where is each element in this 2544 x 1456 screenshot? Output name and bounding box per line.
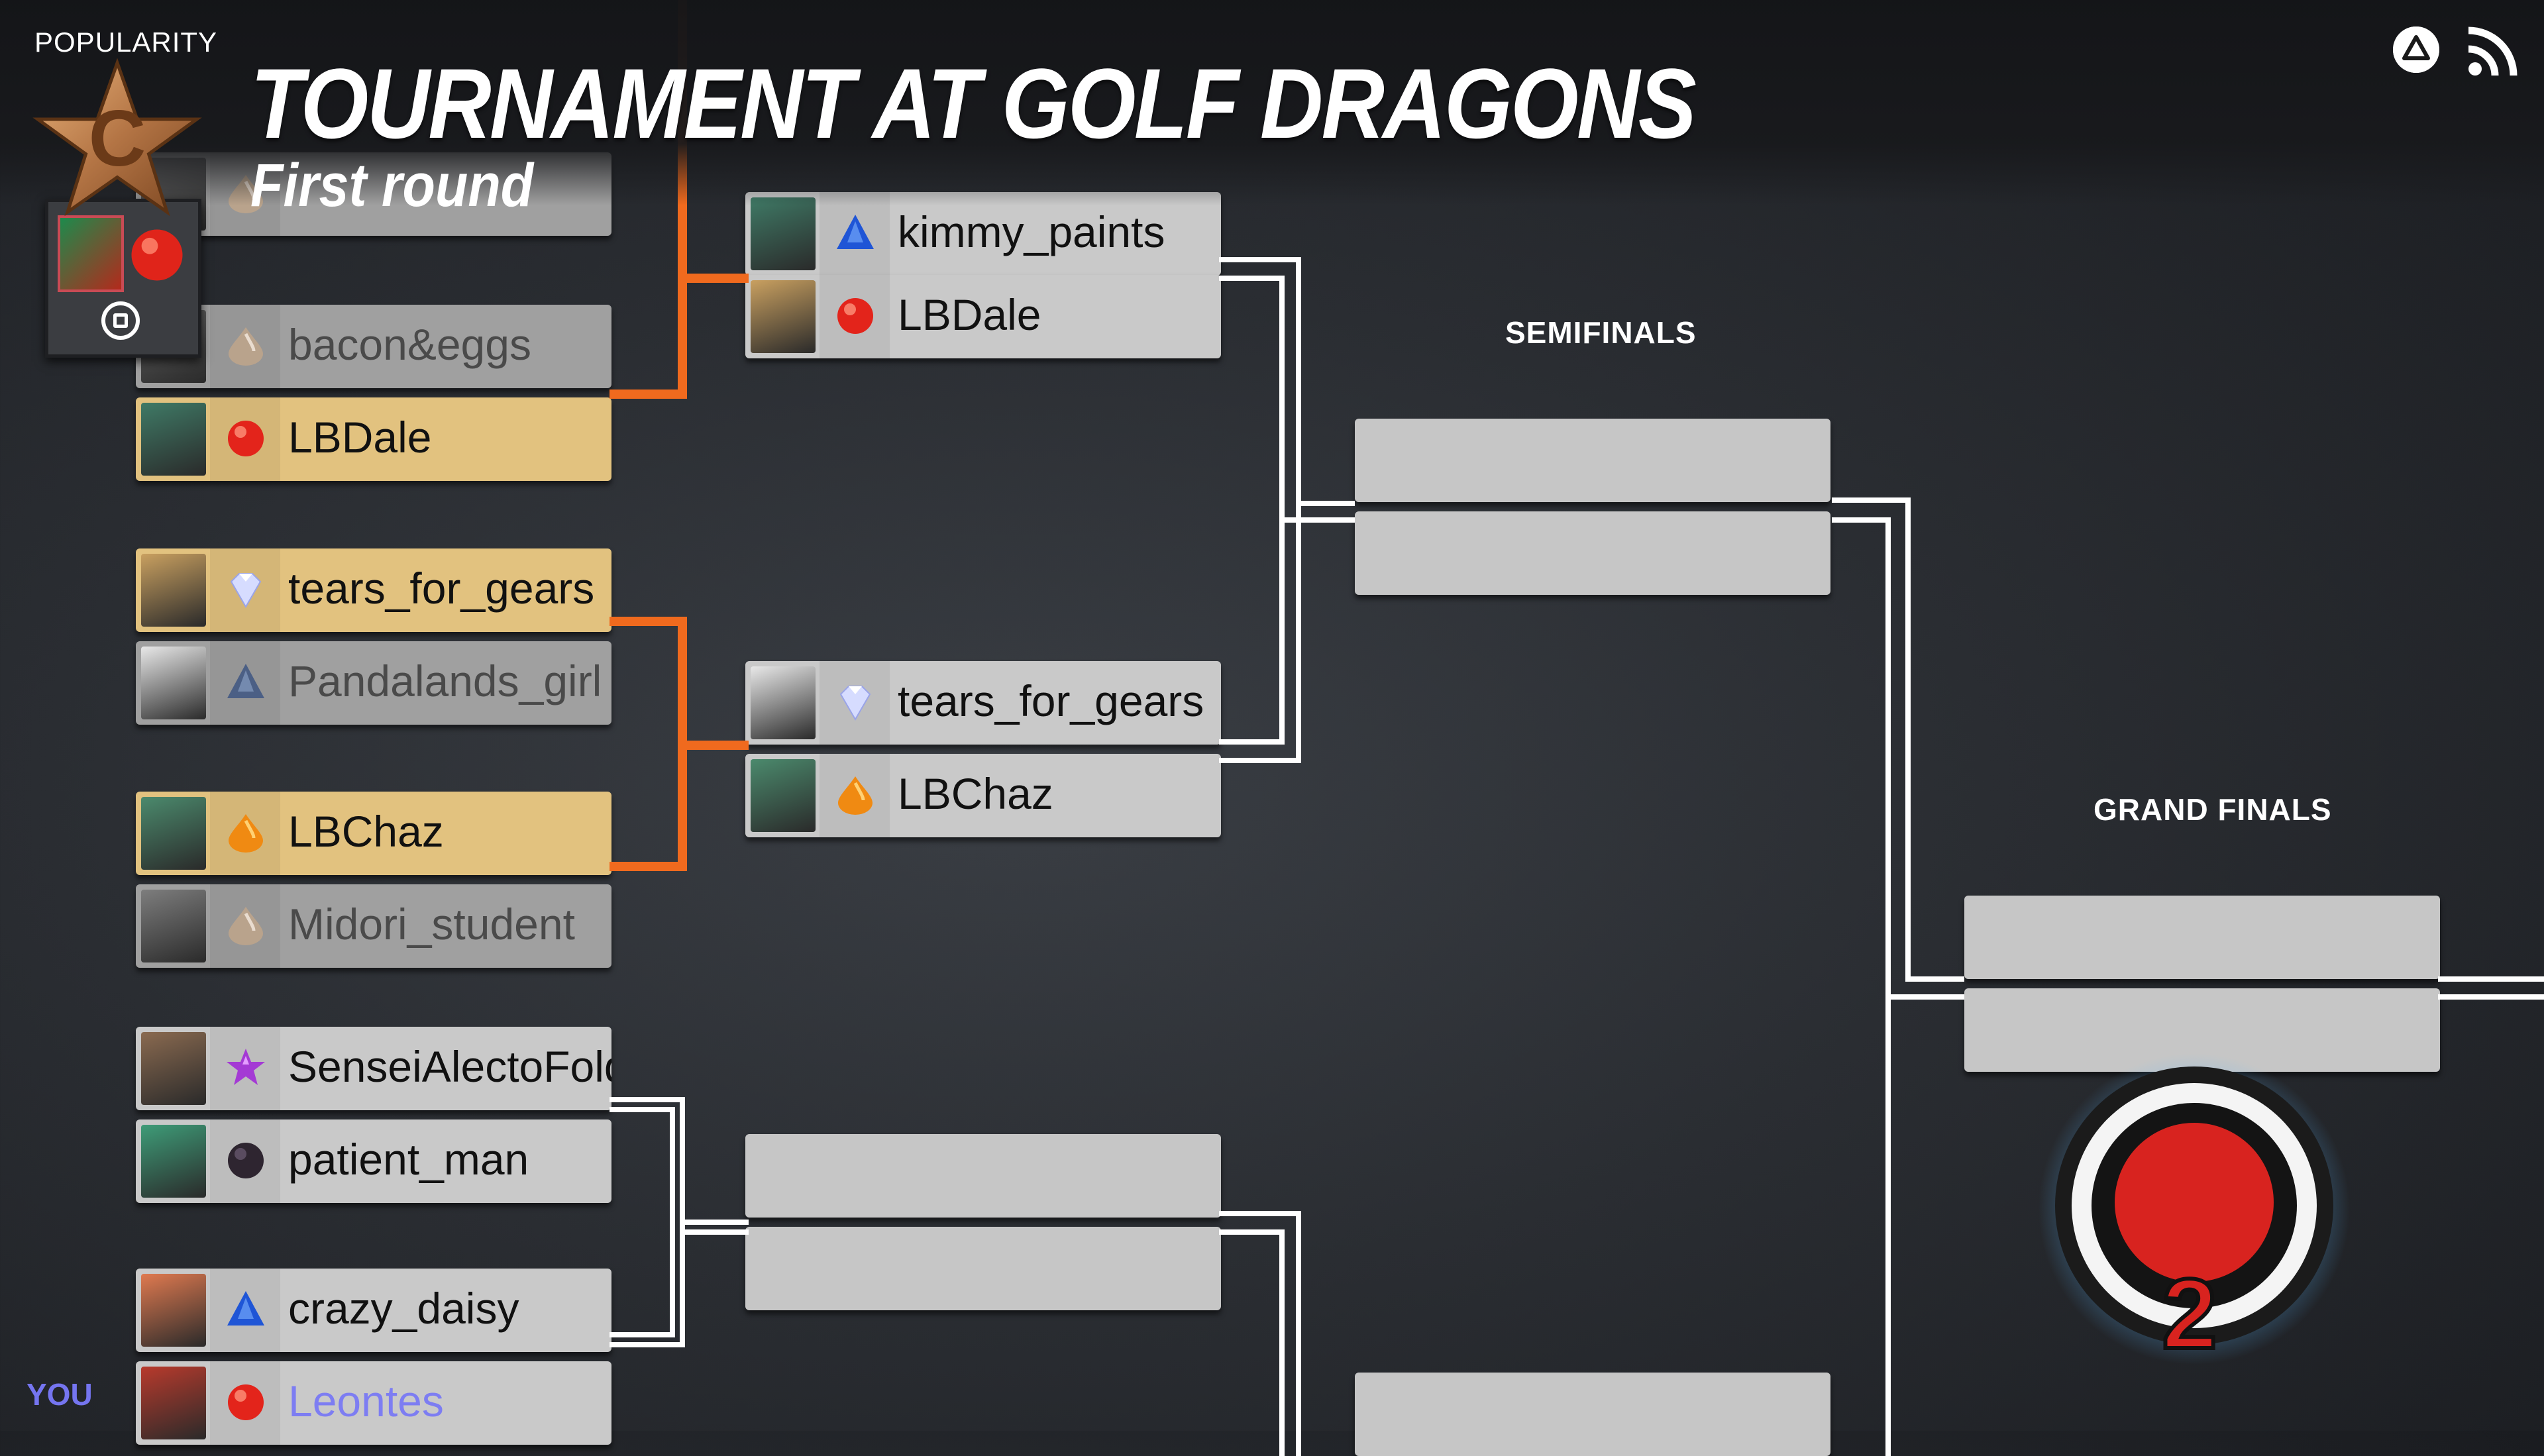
character-portrait xyxy=(141,647,206,719)
player-name: tears_for_gears xyxy=(898,676,1204,725)
amber-gem-icon xyxy=(820,754,890,837)
you-indicator: YOU xyxy=(26,1377,93,1412)
ruby-gem-icon xyxy=(210,397,280,481)
player-name: LBDale xyxy=(288,413,432,462)
character-portrait xyxy=(751,280,816,353)
character-portrait xyxy=(141,1032,206,1105)
player-name: Midori_student xyxy=(288,900,575,949)
player-name: LBChaz xyxy=(288,807,444,856)
header-background xyxy=(0,0,2544,205)
clay-gem-icon xyxy=(210,305,280,388)
grand-finals-label: GRAND FINALS xyxy=(2094,792,2332,827)
first-round-slot[interactable]: SenseiAlectoFold xyxy=(136,1027,611,1110)
quarterfinal-slot[interactable]: tears_for_gears xyxy=(745,661,1221,745)
bronze-star-icon xyxy=(32,58,202,217)
first-round-slot[interactable]: Pandalands_girl xyxy=(136,641,611,725)
onyx-gem-icon xyxy=(210,1119,280,1203)
player-name: LBDale xyxy=(898,290,1041,339)
player-name: crazy_daisy xyxy=(288,1284,519,1333)
first-round-slot[interactable]: Midori_student xyxy=(136,884,611,968)
semifinals-label: SEMIFINALS xyxy=(1505,315,1697,350)
sapphire-dark-gem-icon xyxy=(210,641,280,725)
character-portrait xyxy=(751,197,816,270)
sapphire-gem-icon xyxy=(210,1269,280,1352)
character-portrait xyxy=(141,1274,206,1347)
popularity-rank: C xyxy=(88,94,146,183)
character-portrait xyxy=(141,554,206,627)
page-title: TOURNAMENT AT GOLF DRAGONS xyxy=(250,48,1697,159)
player-name: SenseiAlectoFold xyxy=(288,1042,611,1091)
character-portrait xyxy=(141,890,206,962)
character-portrait xyxy=(751,759,816,832)
semifinal-slot xyxy=(1355,419,1830,502)
first-round-slot[interactable]: crazy_daisy xyxy=(136,1269,611,1352)
ruby-gem-icon xyxy=(131,229,183,281)
amber-gem-icon xyxy=(210,792,280,875)
amethyst-star-gem-icon xyxy=(210,1027,280,1110)
player-name: patient_man xyxy=(288,1135,529,1184)
round-subtitle: First round xyxy=(250,152,534,219)
character-portrait xyxy=(751,666,816,739)
quarterfinal-slot[interactable]: LBChaz xyxy=(745,754,1221,837)
clay-gem-icon xyxy=(210,884,280,968)
first-round-slot[interactable]: tears_for_gears xyxy=(136,548,611,632)
player-name: tears_for_gears xyxy=(288,564,595,613)
empty-slot xyxy=(745,1134,1221,1218)
triangle-button-icon[interactable] xyxy=(2393,26,2439,73)
yomi-2-logo: 2 xyxy=(2039,1053,2350,1371)
ruby-gem-icon xyxy=(820,275,890,358)
first-round-slot[interactable]: bacon&eggs xyxy=(136,305,611,388)
player-name: Leontes xyxy=(288,1377,444,1426)
diamond-gem-icon xyxy=(820,661,890,745)
quarterfinal-slot[interactable]: kimmy_paints xyxy=(745,192,1221,276)
player-portrait xyxy=(58,215,124,292)
character-portrait xyxy=(141,1125,206,1198)
sapphire-gem-icon xyxy=(820,192,890,276)
player-profile-card[interactable] xyxy=(45,199,201,358)
player-name: Pandalands_girl xyxy=(288,656,602,705)
stop-button-icon[interactable] xyxy=(101,301,140,340)
first-round-slot[interactable]: patient_man xyxy=(136,1119,611,1203)
semifinal-slot xyxy=(1355,511,1830,595)
quarterfinal-slot[interactable]: LBDale xyxy=(745,275,1221,358)
rss-feed-icon[interactable] xyxy=(2466,25,2519,78)
empty-slot xyxy=(745,1227,1221,1310)
player-name: LBChaz xyxy=(898,769,1053,818)
svg-text:2: 2 xyxy=(2162,1258,2217,1369)
diamond-gem-icon xyxy=(210,548,280,632)
player-name: kimmy_paints xyxy=(898,207,1165,256)
popularity-label: POPULARITY xyxy=(34,26,218,58)
character-portrait xyxy=(141,403,206,476)
character-portrait xyxy=(141,797,206,870)
first-round-slot[interactable]: LBDale xyxy=(136,397,611,481)
character-portrait xyxy=(141,1367,206,1439)
grand-final-slot xyxy=(1964,896,2440,979)
player-name: bacon&eggs xyxy=(288,320,531,369)
first-round-slot[interactable]: LBChaz xyxy=(136,792,611,875)
